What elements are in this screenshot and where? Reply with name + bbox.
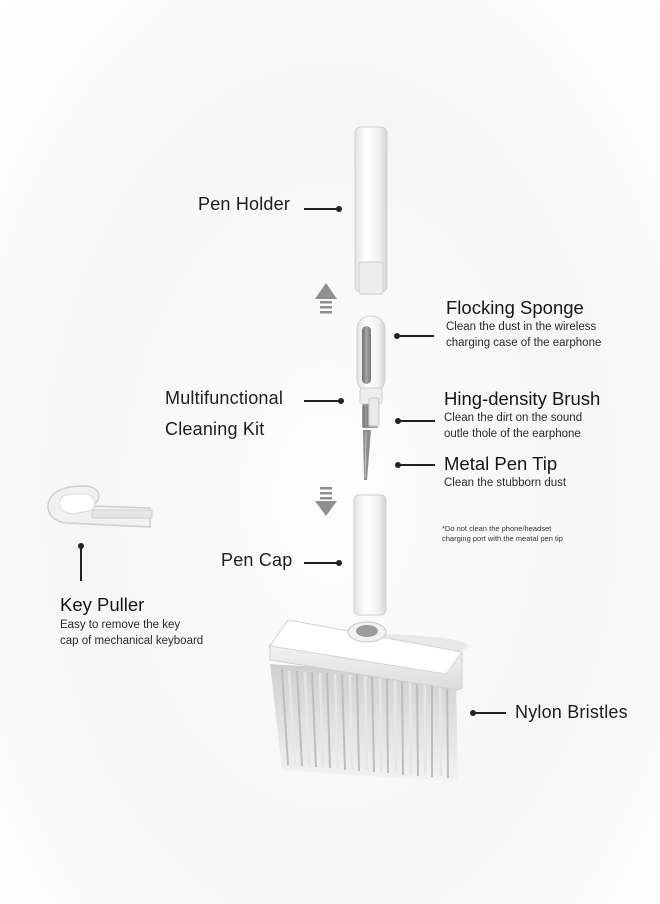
- pen-holder-label: Pen Holder: [198, 194, 291, 214]
- metal-tip-title: Metal Pen Tip: [444, 453, 558, 474]
- brush-leader: [399, 420, 435, 422]
- key-puller-part: [47, 485, 153, 528]
- key-puller-desc-1: Easy to remove the key: [60, 619, 181, 631]
- multifunctional-label-2: Cleaning Kit: [165, 419, 265, 439]
- warning-note-1: *Do not clean the phone/headset: [442, 524, 552, 533]
- nylon-bristles-part: [270, 664, 458, 782]
- flocking-sponge-leader-dot: [394, 333, 400, 339]
- metal-tip-desc: Clean the stubborn dust: [444, 477, 567, 489]
- pen-cap-leader-dot: [336, 560, 342, 566]
- brush-desc-1: Clean the dirt on the sound: [444, 412, 583, 424]
- pen-cap-leader: [304, 562, 338, 564]
- multifunctional-leader: [304, 400, 340, 402]
- nylon-bristles-leader-dot: [470, 710, 476, 716]
- pen-cap-part: [353, 494, 387, 616]
- flocking-sponge-desc-1: Clean the dust in the wireless: [446, 321, 597, 333]
- flocking-sponge-title: Flocking Sponge: [446, 297, 584, 318]
- key-puller-leader: [80, 547, 82, 581]
- brush-head-part: [268, 619, 468, 782]
- nylon-bristles-label: Nylon Bristles: [515, 702, 628, 722]
- pen-holder-leader: [304, 208, 338, 210]
- metal-tip-leader-dot: [395, 462, 401, 468]
- pen-holder-part: [354, 126, 388, 295]
- key-puller-leader-dot: [78, 543, 84, 549]
- multifunctional-label-1: Multifunctional: [165, 388, 284, 408]
- pen-cap-label: Pen Cap: [221, 550, 293, 570]
- metal-tip-leader: [399, 464, 435, 466]
- warning-note-2: charging port with the meatal pen tip: [442, 534, 563, 543]
- key-puller-title: Key Puller: [60, 594, 145, 615]
- cleaning-kit-part: [356, 315, 386, 480]
- arrow-down-icon: [315, 487, 337, 516]
- flocking-sponge-desc-2: charging case of the earphone: [446, 337, 602, 349]
- brush-title: Hing-density Brush: [444, 388, 601, 409]
- brush-leader-dot: [395, 418, 401, 424]
- pen-holder-leader-dot: [336, 206, 342, 212]
- arrow-up-icon: [315, 283, 337, 314]
- nylon-bristles-leader: [474, 712, 506, 714]
- flocking-sponge-leader: [398, 335, 434, 337]
- key-puller-desc-2: cap of mechanical keyboard: [60, 635, 204, 647]
- multifunctional-leader-dot: [338, 398, 344, 404]
- brush-desc-2: outle thole of the earphone: [444, 428, 581, 440]
